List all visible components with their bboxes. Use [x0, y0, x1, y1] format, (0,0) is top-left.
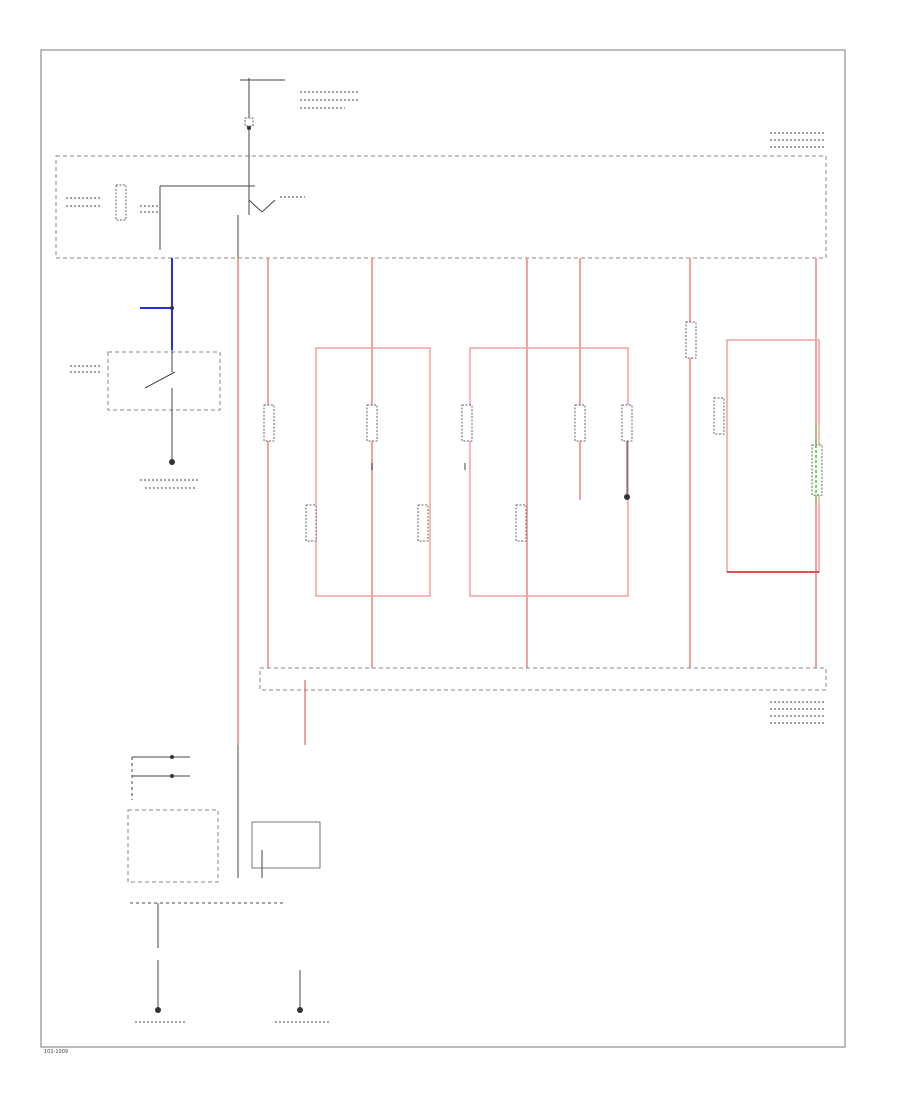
ground-bus	[259, 667, 827, 691]
loop-box-2	[469, 347, 629, 597]
top-right-label	[770, 132, 825, 148]
battery-feed	[240, 78, 360, 150]
component-symbols	[263, 321, 823, 542]
junction-block	[55, 155, 827, 259]
loop-box-3	[726, 339, 820, 573]
loop-box-1	[315, 347, 431, 597]
diagram-frame	[40, 49, 846, 1048]
lower-switch-group	[127, 745, 321, 883]
junction-block-internals	[66, 150, 305, 258]
footer-code: 101-1009	[44, 1049, 68, 1055]
bottom-switch	[130, 902, 330, 1023]
blue-circuit	[140, 258, 174, 350]
red-trunk-wires	[237, 258, 817, 745]
ground-bus-label	[770, 701, 825, 724]
left-switch	[70, 350, 221, 489]
